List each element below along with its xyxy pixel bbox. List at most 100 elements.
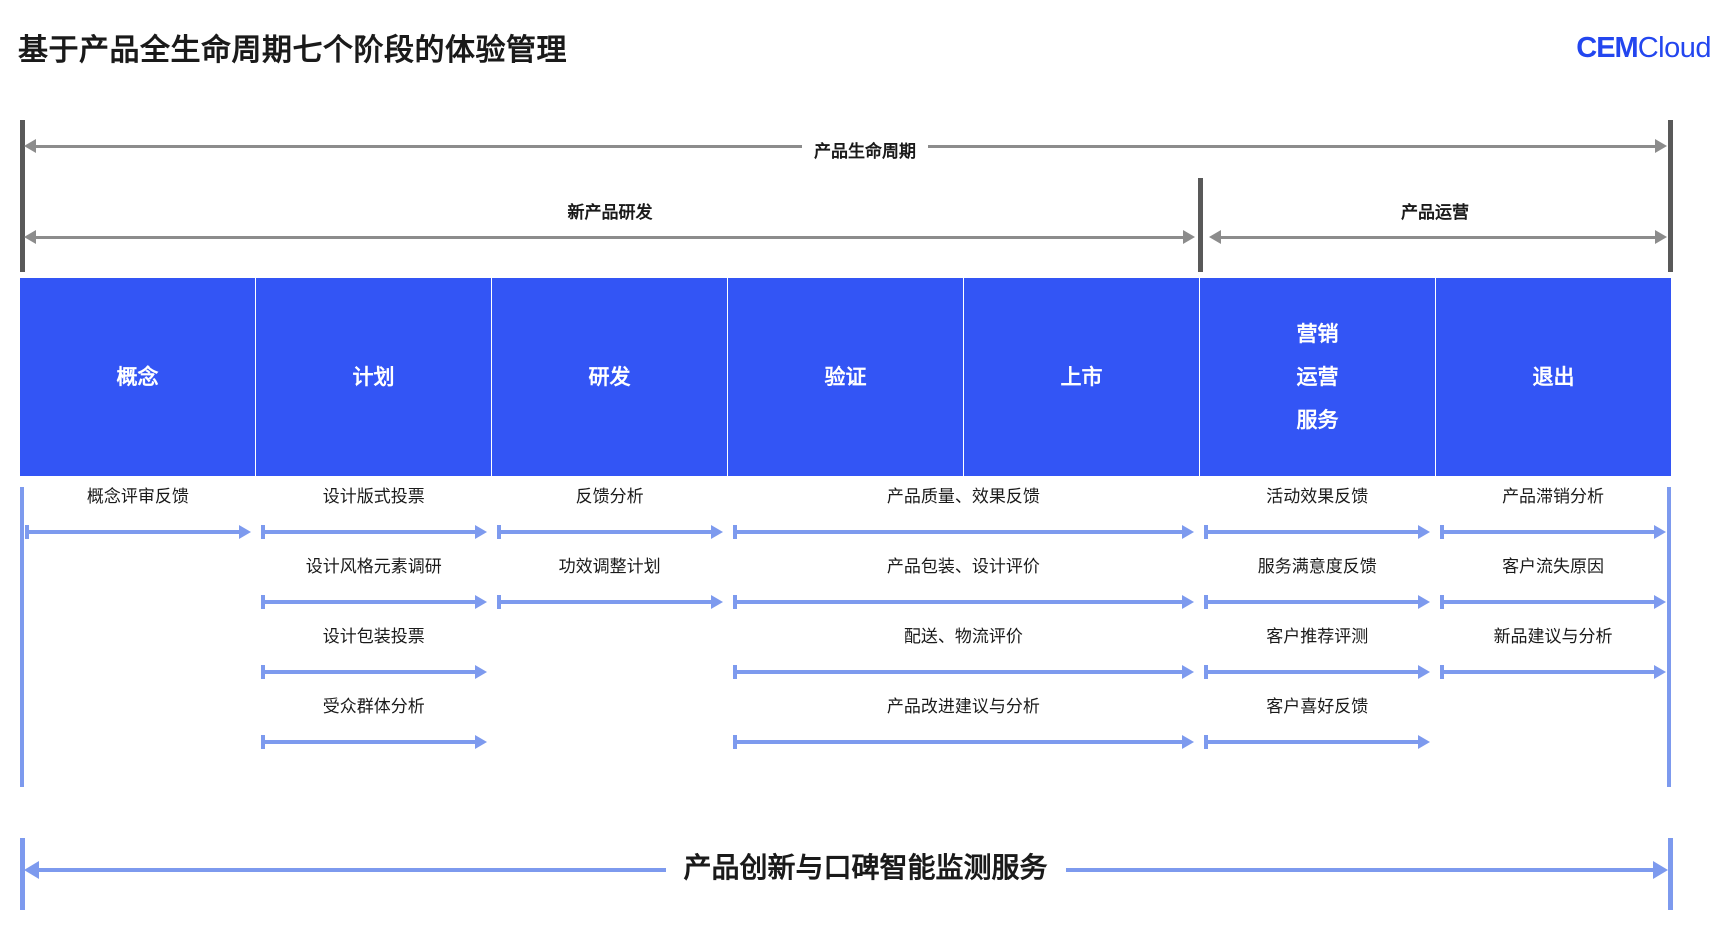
lifecycle-label: 产品生命周期 bbox=[802, 137, 928, 162]
activity-arrow-head bbox=[474, 735, 487, 749]
activity-item[interactable]: 产品改进建议与分析 bbox=[732, 697, 1195, 759]
activity-label: 产品改进建议与分析 bbox=[886, 697, 1040, 716]
activity-item[interactable]: 概念评审反馈 bbox=[25, 487, 251, 549]
segment-1-arrow-head-left bbox=[1209, 230, 1221, 244]
banner-arrow-head-left bbox=[24, 861, 39, 879]
activity-item[interactable]: 配送、物流评价 bbox=[732, 627, 1195, 689]
segment-1-label: 产品运营 bbox=[1389, 198, 1481, 223]
activity-arrow-shaft bbox=[734, 600, 1185, 604]
activity-item[interactable]: 产品滞销分析 bbox=[1440, 487, 1666, 549]
phase-cell-3[interactable]: 验证 bbox=[728, 278, 964, 476]
activity-label: 客户推荐评测 bbox=[1266, 627, 1369, 646]
activity-arrow bbox=[496, 525, 723, 539]
banner-tick-left bbox=[20, 838, 25, 910]
activity-item[interactable]: 反馈分析 bbox=[496, 487, 723, 549]
activity-arrow bbox=[732, 525, 1195, 539]
brand-mark-text: CEM bbox=[1576, 32, 1638, 64]
activity-label: 产品包装、设计评价 bbox=[886, 557, 1040, 576]
activity-arrow-head bbox=[474, 665, 487, 679]
phase-label: 退出 bbox=[1532, 365, 1575, 389]
activity-item[interactable]: 产品包装、设计评价 bbox=[732, 557, 1195, 619]
activity-arrow-shaft bbox=[262, 740, 477, 744]
activity-item[interactable]: 客户喜好反馈 bbox=[1204, 697, 1431, 759]
activity-grid: 概念评审反馈 设计版式投票 反馈分析 产品质量、效果反馈 活动效果反馈 产品滞销分析设计风… bbox=[20, 487, 1671, 817]
phase-cell-2[interactable]: 研发 bbox=[492, 278, 728, 476]
phase-label: 服务 bbox=[1296, 408, 1339, 432]
activity-item[interactable]: 新品建议与分析 bbox=[1440, 627, 1666, 689]
activity-rail-right bbox=[1667, 487, 1671, 787]
activity-label: 产品质量、效果反馈 bbox=[886, 487, 1040, 506]
activity-item[interactable]: 设计包装投票 bbox=[260, 627, 487, 689]
activity-arrow-head bbox=[1182, 735, 1195, 749]
activity-item[interactable]: 设计版式投票 bbox=[260, 487, 487, 549]
activity-arrow-head bbox=[238, 525, 251, 539]
activity-arrow-head bbox=[1418, 665, 1431, 679]
phase-label: 上市 bbox=[1060, 365, 1103, 389]
activity-item[interactable]: 设计风格元素调研 bbox=[260, 557, 487, 619]
activity-label: 受众群体分析 bbox=[322, 697, 425, 716]
activity-arrow bbox=[732, 665, 1195, 679]
bracket-tick-middle bbox=[1198, 178, 1203, 272]
activity-item[interactable]: 功效调整计划 bbox=[496, 557, 723, 619]
activity-item[interactable]: 产品质量、效果反馈 bbox=[732, 487, 1195, 549]
phase-cell-4[interactable]: 上市 bbox=[964, 278, 1200, 476]
segment-1-arrow-line bbox=[1217, 236, 1659, 239]
activity-item[interactable]: 服务满意度反馈 bbox=[1204, 557, 1431, 619]
page-title: 基于产品全生命周期七个阶段的体验管理 bbox=[18, 34, 567, 67]
activity-item[interactable]: 客户推荐评测 bbox=[1204, 627, 1431, 689]
activity-arrow bbox=[260, 525, 487, 539]
activity-item[interactable]: 客户流失原因 bbox=[1440, 557, 1666, 619]
activity-arrow-head bbox=[710, 525, 723, 539]
activity-label: 活动效果反馈 bbox=[1266, 487, 1369, 506]
activity-arrow bbox=[1440, 665, 1666, 679]
phase-label: 概念 bbox=[116, 365, 159, 389]
activity-arrow bbox=[496, 595, 723, 609]
activity-arrow-shaft bbox=[734, 670, 1185, 674]
phase-cell-5[interactable]: 营销运营服务 bbox=[1200, 278, 1436, 476]
phase-cell-0[interactable]: 概念 bbox=[20, 278, 256, 476]
segment-1-arrow-head-right bbox=[1655, 230, 1667, 244]
activity-arrow-shaft bbox=[1206, 530, 1421, 534]
activity-arrow-shaft bbox=[498, 530, 713, 534]
activity-arrow-shaft bbox=[262, 670, 477, 674]
phase-cell-1[interactable]: 计划 bbox=[256, 278, 492, 476]
segment-0-label: 新产品研发 bbox=[555, 198, 665, 223]
activity-arrow-shaft bbox=[734, 740, 1185, 744]
phase-cell-6[interactable]: 退出 bbox=[1436, 278, 1671, 476]
activity-label: 产品滞销分析 bbox=[1502, 487, 1605, 506]
activity-label: 客户喜好反馈 bbox=[1266, 697, 1369, 716]
activity-arrow bbox=[1204, 665, 1431, 679]
activity-arrow-shaft bbox=[262, 530, 477, 534]
activity-item[interactable]: 受众群体分析 bbox=[260, 697, 487, 759]
activity-label: 新品建议与分析 bbox=[1493, 627, 1613, 646]
segment-0-arrow-line bbox=[32, 236, 1187, 239]
activity-arrow-shaft bbox=[262, 600, 477, 604]
brand-word-text: Cloud bbox=[1637, 32, 1712, 64]
activity-item[interactable]: 活动效果反馈 bbox=[1204, 487, 1431, 549]
activity-label: 设计风格元素调研 bbox=[305, 557, 442, 576]
activity-arrow bbox=[1204, 735, 1431, 749]
activity-arrow bbox=[1204, 595, 1431, 609]
bracket-tick-right bbox=[1668, 120, 1673, 272]
activity-arrow-shaft bbox=[1442, 670, 1656, 674]
activity-arrow bbox=[1204, 525, 1431, 539]
lifecycle-arrow-head-right bbox=[1655, 139, 1667, 153]
activity-arrow-shaft bbox=[1442, 600, 1656, 604]
activity-arrow-head bbox=[1418, 595, 1431, 609]
activity-arrow-head bbox=[1418, 735, 1431, 749]
activity-arrow-head bbox=[1653, 595, 1666, 609]
activity-arrow-shaft bbox=[27, 530, 241, 534]
activity-arrow-shaft bbox=[1206, 670, 1421, 674]
activity-arrow-shaft bbox=[498, 600, 713, 604]
activity-arrow-head bbox=[474, 525, 487, 539]
activity-arrow bbox=[260, 665, 487, 679]
activity-label: 设计版式投票 bbox=[322, 487, 425, 506]
segment-0-arrow-head-right bbox=[1183, 230, 1195, 244]
activity-arrow-shaft bbox=[1442, 530, 1656, 534]
activity-label: 配送、物流评价 bbox=[903, 627, 1023, 646]
activity-arrow-head bbox=[1182, 525, 1195, 539]
banner-tick-right bbox=[1668, 838, 1673, 910]
banner-arrow-head-right bbox=[1653, 861, 1668, 879]
phase-label: 验证 bbox=[824, 365, 867, 389]
